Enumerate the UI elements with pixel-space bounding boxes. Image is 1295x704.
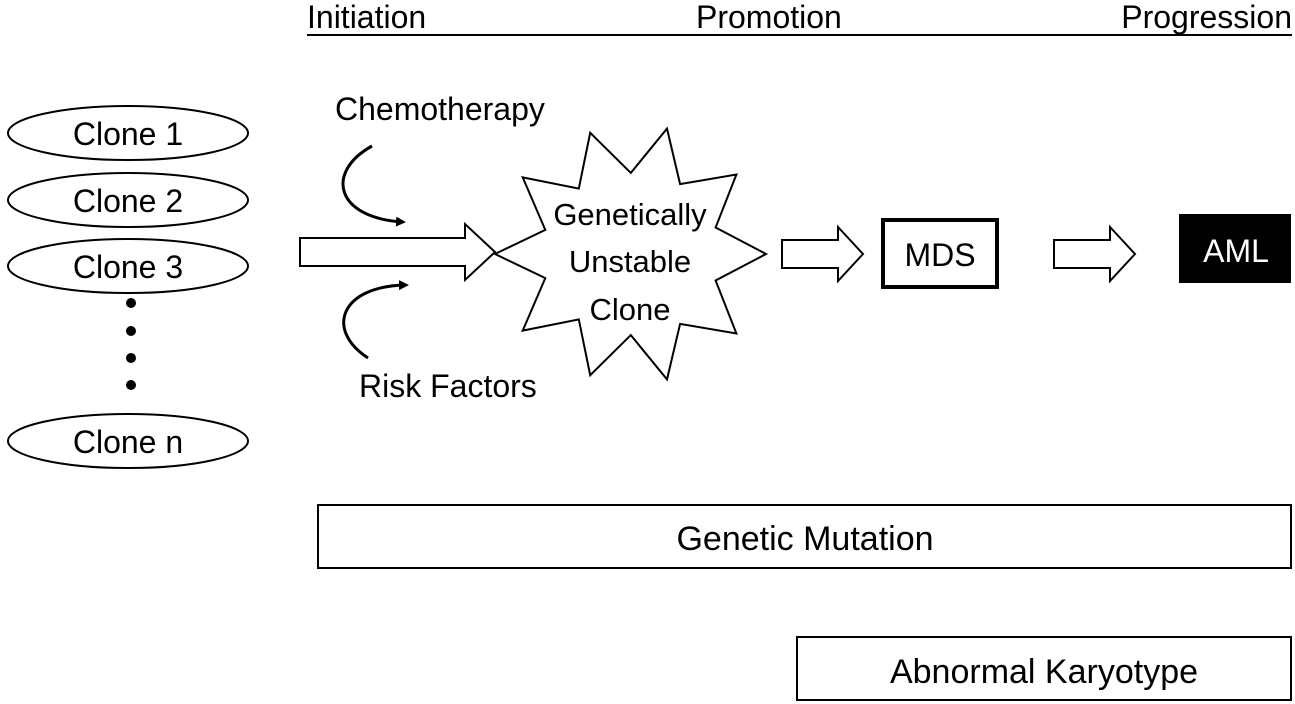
abnormal-karyotype-bar: Abnormal Karyotype	[796, 636, 1292, 701]
genetic-mutation-label: Genetic Mutation	[676, 520, 933, 558]
mds-label: MDS	[904, 237, 975, 273]
clone-1-label: Clone 1	[73, 116, 183, 152]
clone-3: Clone 3	[7, 238, 249, 294]
abnormal-karyotype-label: Abnormal Karyotype	[890, 653, 1198, 691]
unstable-clone-starburst: Genetically Unstable Clone	[492, 126, 769, 382]
starburst-shape	[492, 126, 769, 382]
risk-factors-curved-arrow	[342, 280, 409, 360]
stage-initiation-label: Initiation	[307, 0, 426, 35]
clone-2-label: Clone 2	[73, 183, 183, 219]
chemotherapy-label: Chemotherapy	[335, 91, 545, 127]
unstable-clone-line3: Clone	[590, 292, 671, 327]
ellipsis-dot	[126, 353, 136, 363]
progression-block-arrow	[1053, 224, 1137, 284]
aml-label: AML	[1203, 233, 1269, 269]
chemotherapy-curved-arrow	[341, 144, 406, 227]
ellipsis-dot	[126, 380, 136, 390]
unstable-clone-line2: Unstable	[569, 244, 691, 279]
clone-1: Clone 1	[7, 105, 249, 161]
clone-n-label: Clone n	[73, 424, 183, 460]
clone-n: Clone n	[7, 413, 249, 469]
ellipsis-dot	[126, 298, 136, 308]
risk-factors-label: Risk Factors	[359, 368, 537, 404]
genetic-mutation-bar: Genetic Mutation	[317, 504, 1292, 569]
stage-progression-label: Progression	[1121, 0, 1292, 35]
initiation-block-arrow	[299, 221, 497, 283]
stage-promotion-label: Promotion	[696, 0, 842, 35]
clone-3-label: Clone 3	[73, 249, 183, 285]
clone-2: Clone 2	[7, 172, 249, 228]
aml-box: AML	[1179, 214, 1291, 283]
unstable-clone-line1: Genetically	[553, 197, 707, 232]
promotion-block-arrow	[781, 224, 865, 284]
ellipsis-dots	[126, 298, 136, 390]
ellipsis-dot	[126, 326, 136, 336]
mds-box: MDS	[881, 218, 999, 289]
